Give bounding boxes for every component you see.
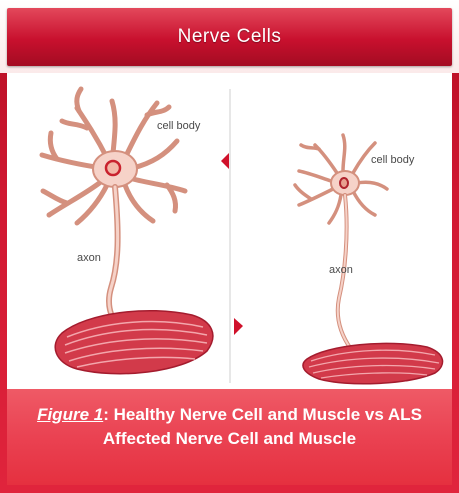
diagram-figure: cell body axon	[7, 73, 452, 389]
healthy-axon-label: axon	[77, 252, 101, 264]
dendrite	[112, 101, 115, 153]
dendrite	[353, 191, 375, 215]
dendrite	[77, 89, 81, 111]
dendrite	[125, 185, 153, 221]
dendrite	[357, 182, 387, 189]
nerve-cells-diagram: cell body axon	[7, 73, 452, 389]
dendrite	[329, 195, 341, 223]
dendrite	[133, 141, 177, 168]
header: Nerve Cells	[0, 0, 459, 73]
affected-cell-body-label: cell body	[371, 154, 415, 166]
caption-description: : Healthy Nerve Cell and Muscle vs ALS A…	[103, 405, 422, 448]
affected-muscle	[303, 343, 443, 383]
dendrite	[43, 191, 67, 203]
figure-caption: Figure 1: Healthy Nerve Cell and Muscle …	[7, 389, 452, 485]
dendrite	[343, 135, 345, 171]
dendrite	[77, 108, 107, 158]
dendrite	[129, 178, 185, 191]
dendrite	[295, 185, 311, 199]
caption-text: Figure 1: Healthy Nerve Cell and Muscle …	[17, 403, 442, 451]
figure-reference: Figure 1	[37, 405, 103, 424]
title-bar: Nerve Cells	[7, 8, 452, 66]
affected-nucleus	[340, 178, 348, 188]
affected-neuron	[295, 135, 387, 349]
muscle-body	[55, 311, 213, 374]
affected-axon-label: axon	[329, 264, 353, 276]
healthy-muscle	[55, 311, 213, 374]
arrow-right-marker	[234, 318, 243, 335]
dendrite	[299, 171, 331, 181]
dendrite	[299, 189, 333, 205]
arrow-left-marker	[221, 153, 229, 169]
page-title: Nerve Cells	[7, 26, 452, 48]
healthy-cell-body-label: cell body	[157, 120, 201, 132]
healthy-nucleus	[106, 161, 120, 175]
